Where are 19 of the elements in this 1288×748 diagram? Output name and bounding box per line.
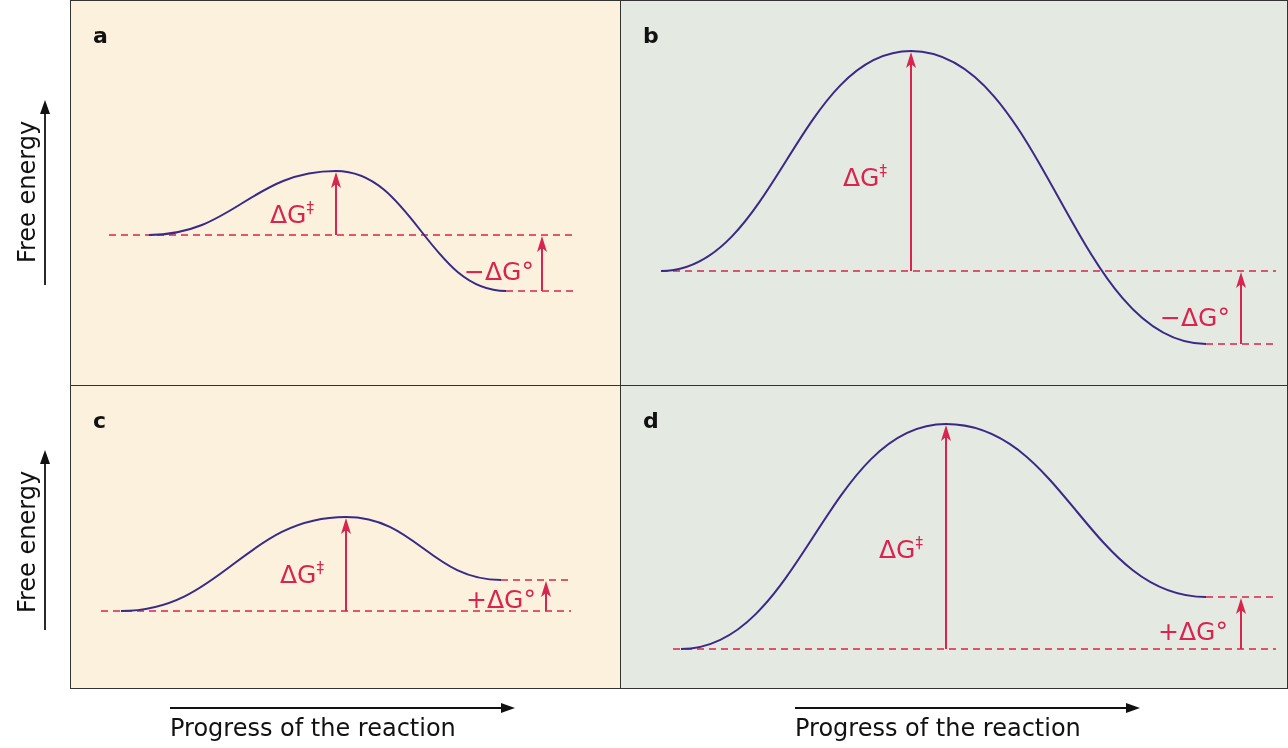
- energy-panel: [620, 0, 1288, 386]
- energy-panel: [70, 0, 621, 386]
- energy-label: +ΔG°: [466, 587, 536, 612]
- axis-label: Free energy: [15, 470, 39, 614]
- energy-label: ΔG$^{‡}$: [843, 165, 887, 190]
- axis-label: Free energy: [15, 120, 39, 264]
- energy-label: −ΔG°: [1160, 305, 1230, 330]
- energy-label: ΔG$^{‡}$: [270, 202, 314, 227]
- energy-panel: [70, 385, 621, 689]
- energy-label: ΔG$^{‡}$: [280, 562, 324, 587]
- panel-letter: d: [643, 408, 659, 433]
- energy-label: ΔG$^{‡}$: [879, 537, 923, 562]
- panel-letter: c: [93, 408, 107, 433]
- axis-label: Progress of the reaction: [170, 716, 456, 740]
- energy-label: +ΔG°: [1158, 619, 1228, 644]
- energy-panel: [620, 385, 1288, 689]
- panel-letter: b: [643, 23, 659, 48]
- energy-label: −ΔG°: [464, 259, 534, 284]
- panel-letter: a: [93, 23, 108, 48]
